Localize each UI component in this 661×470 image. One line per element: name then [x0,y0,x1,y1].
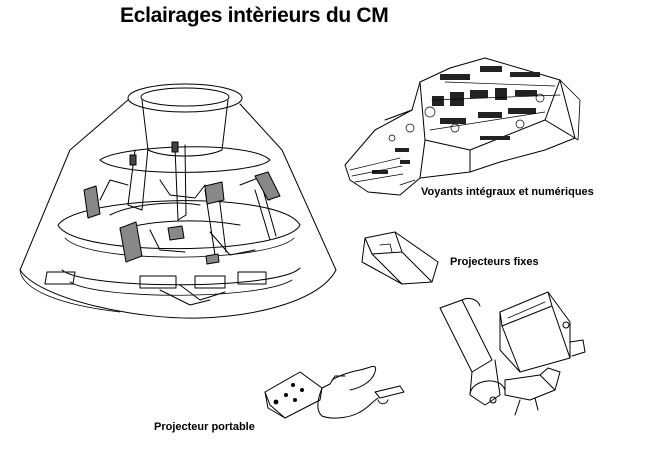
control-panels-illustration [345,58,580,195]
portable-projector-illustration [265,366,404,418]
diagram-title: Eclairages intèrieurs du CM [120,4,389,27]
command-module-illustration [20,84,336,318]
projector-arm-illustration [440,292,585,415]
label-portable-projector: Projecteur portable [154,421,255,433]
fixed-projector-illustration [362,232,438,284]
label-fixed-projectors: Projecteurs fixes [450,256,539,268]
label-integral-numeric-lights: Voyants intégraux et numériques [421,186,594,198]
